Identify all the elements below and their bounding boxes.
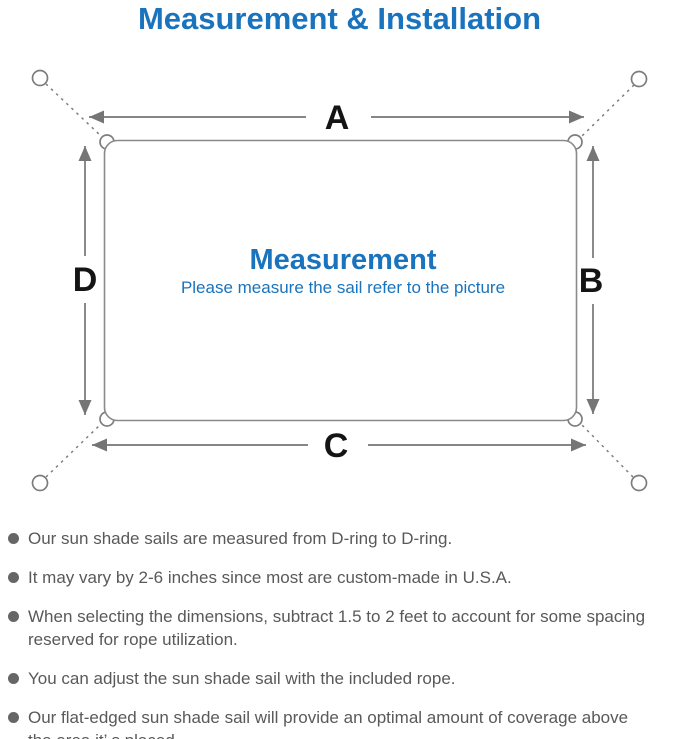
- bullet-icon: [8, 572, 19, 583]
- list-item: It may vary by 2-6 inches since most are…: [8, 566, 672, 589]
- list-item: When selecting the dimensions, subtract …: [8, 605, 672, 651]
- dimension-label-b: B: [579, 262, 604, 300]
- note-text: It may vary by 2-6 inches since most are…: [28, 568, 512, 587]
- list-item: You can adjust the sun shade sail with t…: [8, 667, 672, 690]
- note-text: When selecting the dimensions, subtract …: [28, 607, 646, 649]
- rope-line-bottom-right: [580, 423, 634, 478]
- anchor-point-icon: [31, 474, 49, 492]
- diagram-center-title: Measurement: [250, 244, 437, 276]
- anchor-point-icon: [630, 474, 648, 492]
- diagram-center-subtitle: Please measure the sail refer to the pic…: [181, 278, 505, 297]
- bullet-icon: [8, 712, 19, 723]
- anchor-point-icon: [31, 69, 49, 87]
- dimension-label-d: D: [73, 261, 98, 299]
- rope-line-bottom-left: [45, 423, 102, 478]
- rope-line-top-right: [580, 84, 635, 138]
- bullet-icon: [8, 611, 19, 622]
- sail-measurement-diagram: A C D B Measurement Please measure the s…: [31, 69, 648, 492]
- note-text: Our flat-edged sun shade sail will provi…: [28, 708, 629, 739]
- bullet-icon: [8, 673, 19, 684]
- shade-sail-outline: [103, 139, 578, 422]
- bullet-icon: [8, 533, 19, 544]
- dimension-label-a: A: [325, 99, 350, 137]
- note-text: Our sun shade sails are measured from D-…: [28, 529, 453, 548]
- measurement-notes-list: Our sun shade sails are measured from D-…: [8, 527, 672, 739]
- list-item: Our sun shade sails are measured from D-…: [8, 527, 672, 550]
- dimension-label-c: C: [324, 427, 349, 465]
- rope-line-top-left: [45, 83, 102, 137]
- note-text: You can adjust the sun shade sail with t…: [28, 669, 456, 688]
- list-item: Our flat-edged sun shade sail will provi…: [8, 706, 672, 739]
- page-title: Measurement & Installation: [137, 1, 542, 36]
- anchor-point-icon: [630, 70, 648, 88]
